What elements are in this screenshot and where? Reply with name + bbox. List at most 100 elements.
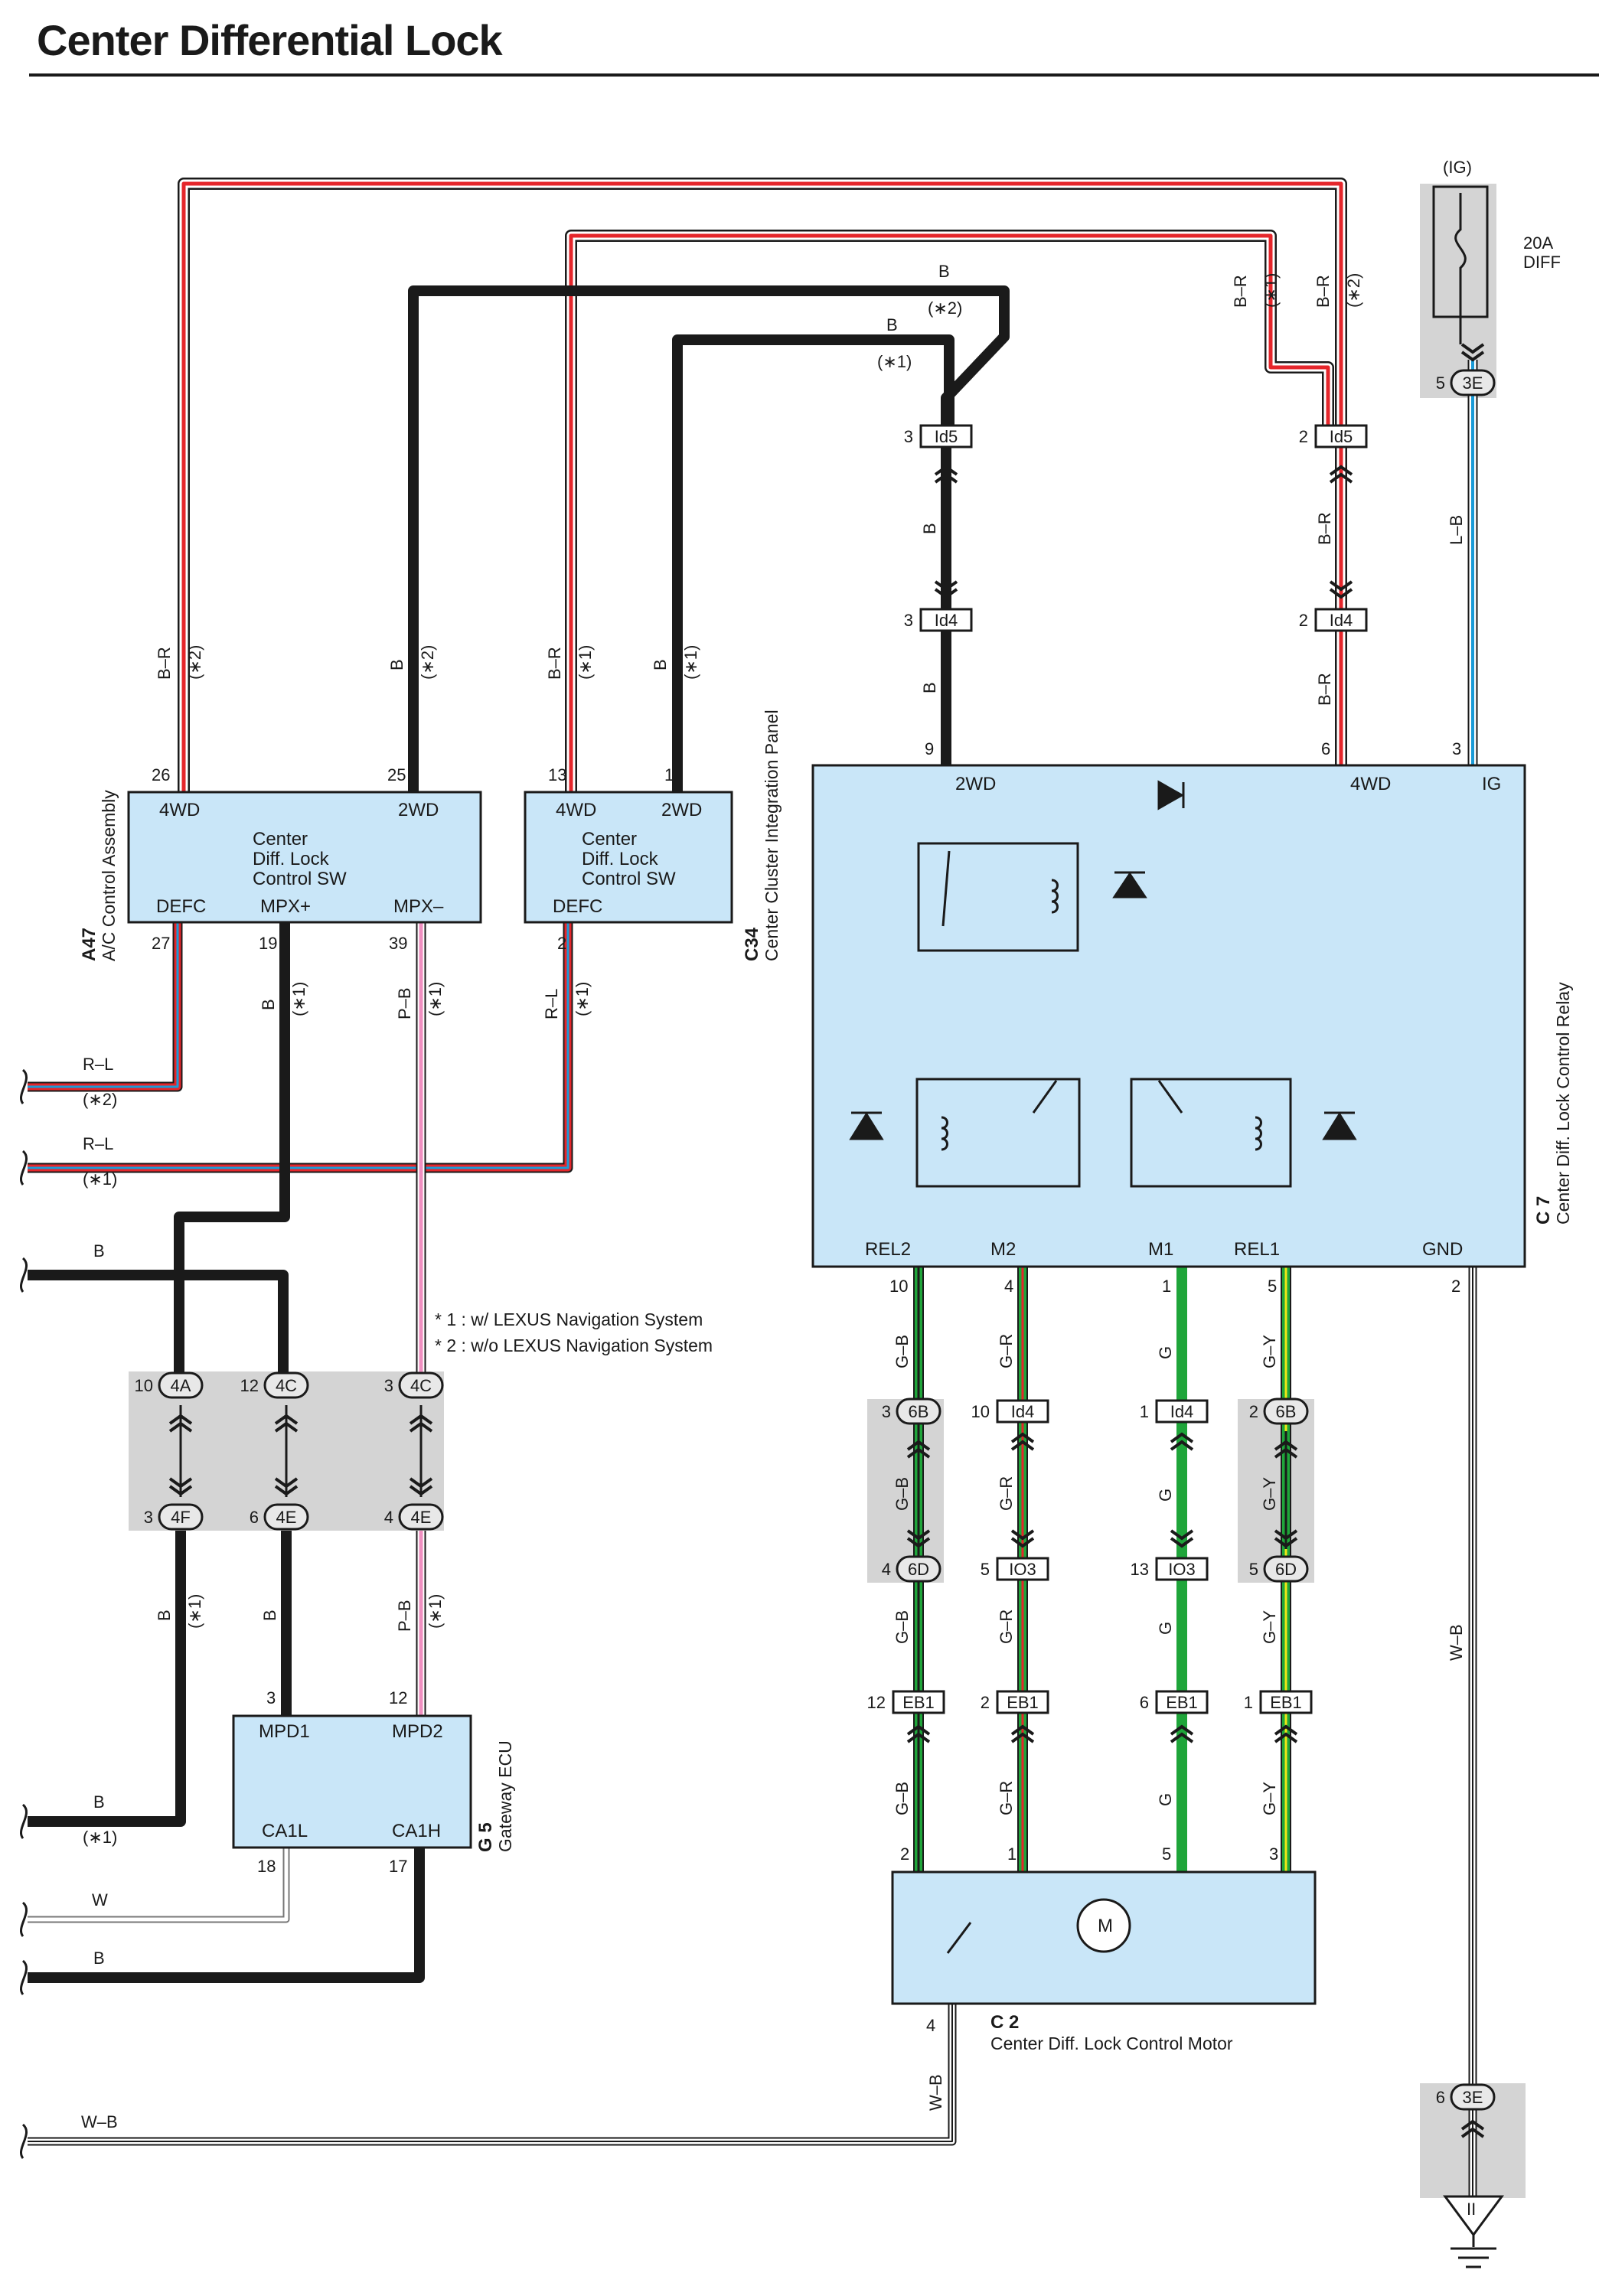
connector-name: 4C [410, 1376, 432, 1395]
wire-a47-defc-rl [28, 922, 183, 1092]
connector-name: Id4 [935, 611, 958, 630]
wire-label: (∗2) [1344, 273, 1363, 308]
wire-label: G–Y [1260, 1782, 1279, 1815]
wire-label: B [259, 999, 278, 1010]
wire-label: (∗1) [185, 1594, 204, 1629]
relay2-coil-icon [941, 1116, 948, 1151]
connector-chevron-icon [1170, 1537, 1194, 1548]
wire-label: W [92, 1890, 108, 1910]
connector-chevron-icon [934, 465, 958, 476]
wire-label: G–R [997, 1781, 1016, 1815]
connector-pin: 6 [1140, 1693, 1149, 1712]
connector-e4a: 4E6 [250, 1503, 309, 1531]
connector-pin: 10 [971, 1402, 990, 1421]
connector-chevron-icon [1329, 588, 1353, 599]
wire-label: W–B [926, 2074, 945, 2111]
note-1: * 1 : w/ LEXUS Navigation System [435, 1309, 703, 1329]
connector-pin: 10 [135, 1376, 153, 1395]
connector-d6b: 6D5 [1249, 1555, 1309, 1583]
wire-label: R–L [83, 1055, 113, 1074]
c2-pin-2: 2 [900, 1844, 909, 1864]
connector-name: IO3 [1009, 1560, 1036, 1579]
connector-chevron-icon [906, 1732, 931, 1743]
connector-chevron-icon [1170, 1724, 1194, 1736]
g5-pin-18: 18 [257, 1857, 276, 1876]
connector-pin: 4 [882, 1560, 891, 1579]
connector-chevron-icon [1010, 1432, 1035, 1443]
connector-chevron-icon [1170, 1732, 1194, 1743]
wire-label: (∗2) [418, 645, 437, 680]
wire-end-icon [20, 1959, 28, 1995]
fuse-icon [1454, 193, 1467, 317]
wire-label: B [886, 315, 898, 334]
connector-chevron-icon [274, 1414, 299, 1425]
connector-name: EB1 [902, 1693, 935, 1712]
relay1-coil-icon [1255, 1116, 1262, 1151]
c7-pin-4: 4 [1004, 1277, 1013, 1296]
c7-name: Center Diff. Lock Control Relay [1553, 982, 1573, 1225]
a47-body-line1: Center [253, 829, 308, 850]
connector-chevron-icon [168, 1477, 193, 1489]
wire-label: (∗1) [681, 645, 700, 680]
connector-chevron-icon [1460, 2127, 1485, 2138]
wire-label: (∗1) [83, 1169, 117, 1189]
connector-chevron-icon [409, 1477, 433, 1489]
connector-name: 6B [1276, 1402, 1297, 1421]
wire-label: G [1156, 1622, 1175, 1635]
c7-m2-terminal: M2 [990, 1239, 1016, 1260]
connector-eb1b: EB1 2 [981, 1690, 1049, 1714]
wire-label: W–B [1447, 1624, 1466, 1661]
connector-chevron-icon [1274, 1440, 1298, 1451]
a47-mpxp-terminal: MPX+ [260, 896, 311, 917]
relay2-box [915, 1078, 1081, 1188]
junction-panel-6b [867, 1399, 944, 1583]
connector-e4b: 4E4 [384, 1503, 444, 1531]
connector-chevron-icon [1274, 1732, 1298, 1743]
connector-chevron-icon [1460, 343, 1485, 354]
c34-pin-2: 2 [557, 934, 566, 953]
connector-chevron-icon [168, 1485, 193, 1496]
wire-label: (∗1) [573, 982, 592, 1016]
wire-label: B–R [155, 647, 174, 680]
g5-id: G 5 [475, 1822, 496, 1852]
wire-labels: B–R(∗2)B(∗2)B–R(∗1)B(∗1)B(∗2)B(∗1)B–R(∗1… [81, 262, 1466, 2131]
wire-label: B–R [545, 647, 564, 680]
wire-label: B–R [1315, 673, 1334, 706]
c2-pin-3: 3 [1269, 1844, 1278, 1864]
left-diode-icon [849, 1112, 884, 1140]
connector-chevron-icon [1274, 1529, 1298, 1541]
wire-label: G–Y [1260, 1477, 1279, 1511]
connector-pin: 2 [981, 1693, 990, 1712]
c7-4wd-terminal: 4WD [1350, 774, 1391, 794]
a47-pin-39: 39 [389, 934, 407, 953]
top-diode-icon [1157, 780, 1185, 810]
connector-chevron-icon [906, 1724, 931, 1736]
connector-pin: 5 [1436, 373, 1445, 393]
c34-defc-terminal: DEFC [553, 896, 602, 917]
connector-chevron-icon [409, 1485, 433, 1496]
relay1-box [1130, 1078, 1292, 1188]
wire-c2-wb [28, 2004, 957, 2146]
connector-chevron-icon [934, 472, 958, 484]
connector-pin: 5 [1249, 1560, 1258, 1579]
c7-pin-9: 9 [925, 739, 934, 758]
wire-label: G [1156, 1793, 1175, 1806]
connector-pin: 12 [867, 1693, 886, 1712]
wire-label: B–R [1231, 275, 1250, 308]
wire-label: B–R [1313, 275, 1333, 308]
right-diode-icon [1322, 1112, 1357, 1140]
connector-pin: 6 [1436, 2088, 1445, 2107]
connector-pin: 12 [240, 1376, 259, 1395]
upper-relay-coil-icon [1051, 879, 1059, 914]
wire-end-icon [20, 2123, 28, 2159]
wire-label: P–B [395, 1600, 414, 1632]
connector-chevron-icon [409, 1414, 433, 1425]
connector-name: EB1 [1007, 1693, 1039, 1712]
wire-label: B [920, 523, 939, 534]
c7-pin-5: 5 [1268, 1277, 1277, 1296]
